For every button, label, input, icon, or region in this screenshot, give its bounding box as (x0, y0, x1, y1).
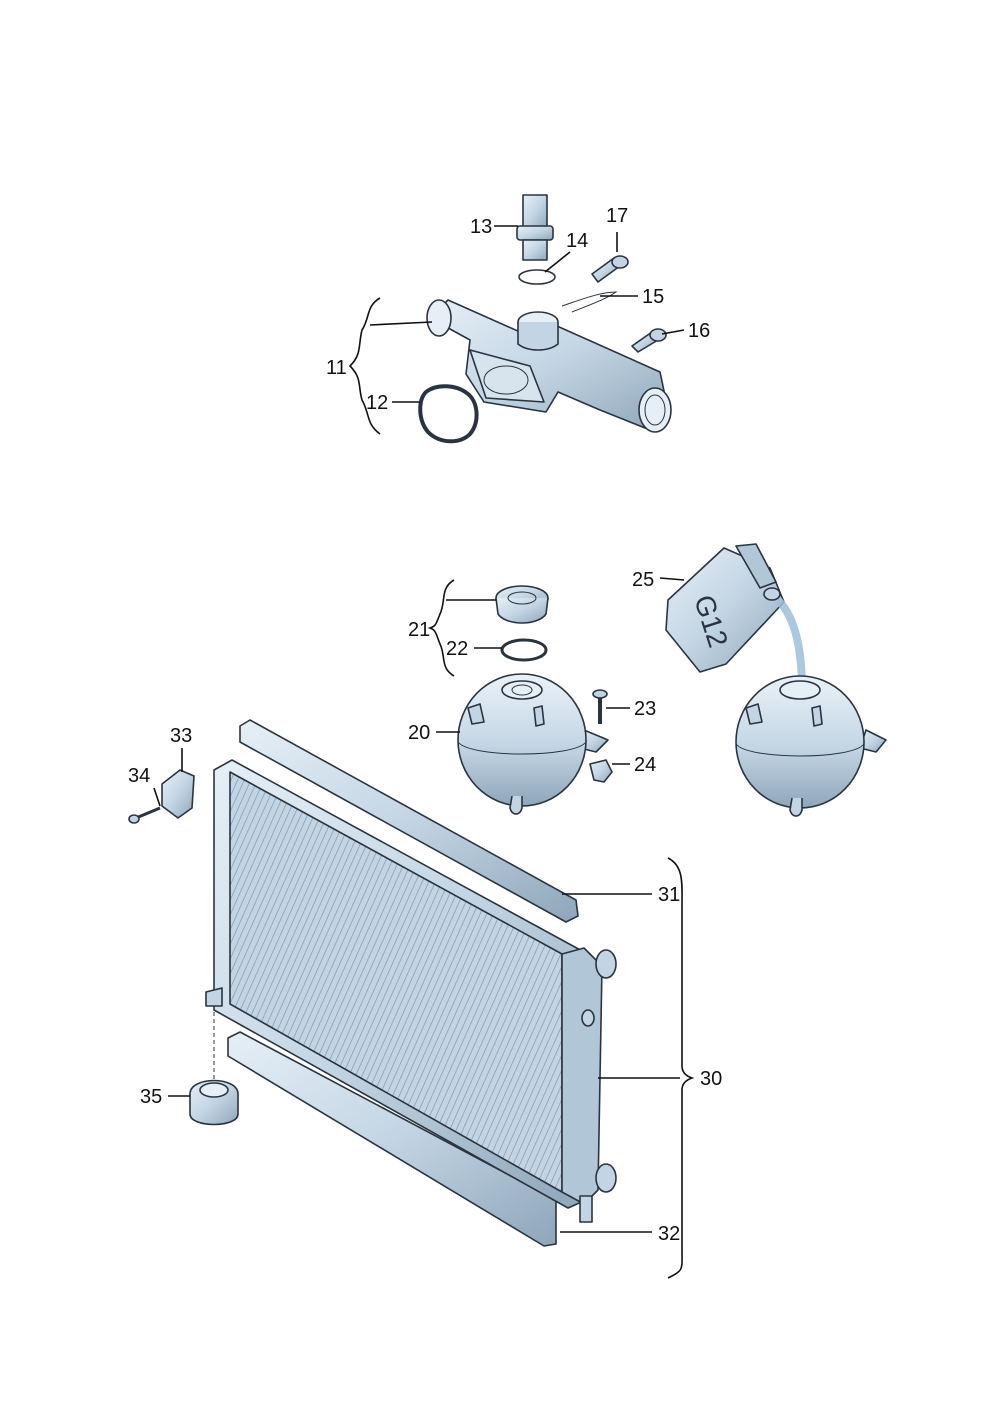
label-32: 32 (658, 1223, 680, 1245)
label-30: 30 (700, 1068, 722, 1090)
lower-seal-strip-part (227, 1031, 557, 1247)
screw-34-part (128, 806, 161, 824)
screw-23-part (592, 689, 608, 724)
label-35: 35 (140, 1086, 162, 1108)
expansion-tank-group: G12 (427, 543, 887, 817)
callout-labels: 13 14 17 15 16 11 12 25 21 22 23 20 24 3… (128, 205, 722, 1245)
label-15: 15 (642, 286, 664, 308)
label-12: 12 (366, 392, 388, 414)
expansion-tank-part (457, 673, 609, 815)
radiator-mount-part (161, 769, 195, 819)
o-ring-part (518, 269, 556, 285)
bolt-16-part (631, 328, 667, 353)
label-33: 33 (170, 725, 192, 747)
upper-seal-strip-part (239, 719, 579, 923)
label-25: 25 (632, 569, 654, 591)
temperature-sender-part (516, 194, 554, 261)
label-16: 16 (688, 320, 710, 342)
bolt-17-part (591, 255, 629, 283)
label-14: 14 (566, 230, 588, 252)
label-23: 23 (634, 698, 656, 720)
label-34: 34 (128, 765, 150, 787)
retaining-clip-part (561, 291, 618, 313)
cap-seal-part (500, 638, 548, 662)
g12-coolant-canister-part: G12 (665, 543, 806, 691)
radiator-group (128, 719, 695, 1279)
radiator-part (205, 759, 617, 1223)
label-21: 21 (408, 619, 430, 641)
label-24: 24 (634, 754, 656, 776)
label-17: 17 (606, 205, 628, 227)
label-13: 13 (470, 216, 492, 238)
label-20: 20 (408, 722, 430, 744)
tank-cap-part (495, 585, 549, 624)
expansion-tank-filling-part (735, 675, 887, 817)
coolant-flange-group (348, 194, 685, 444)
flange-gasket-part (418, 384, 479, 444)
coolant-flange-part (426, 299, 672, 433)
clip-nut-part (589, 759, 613, 783)
label-11: 11 (326, 357, 347, 379)
label-31: 31 (658, 884, 680, 906)
rubber-mount-part (189, 1079, 239, 1126)
label-22: 22 (446, 638, 468, 660)
